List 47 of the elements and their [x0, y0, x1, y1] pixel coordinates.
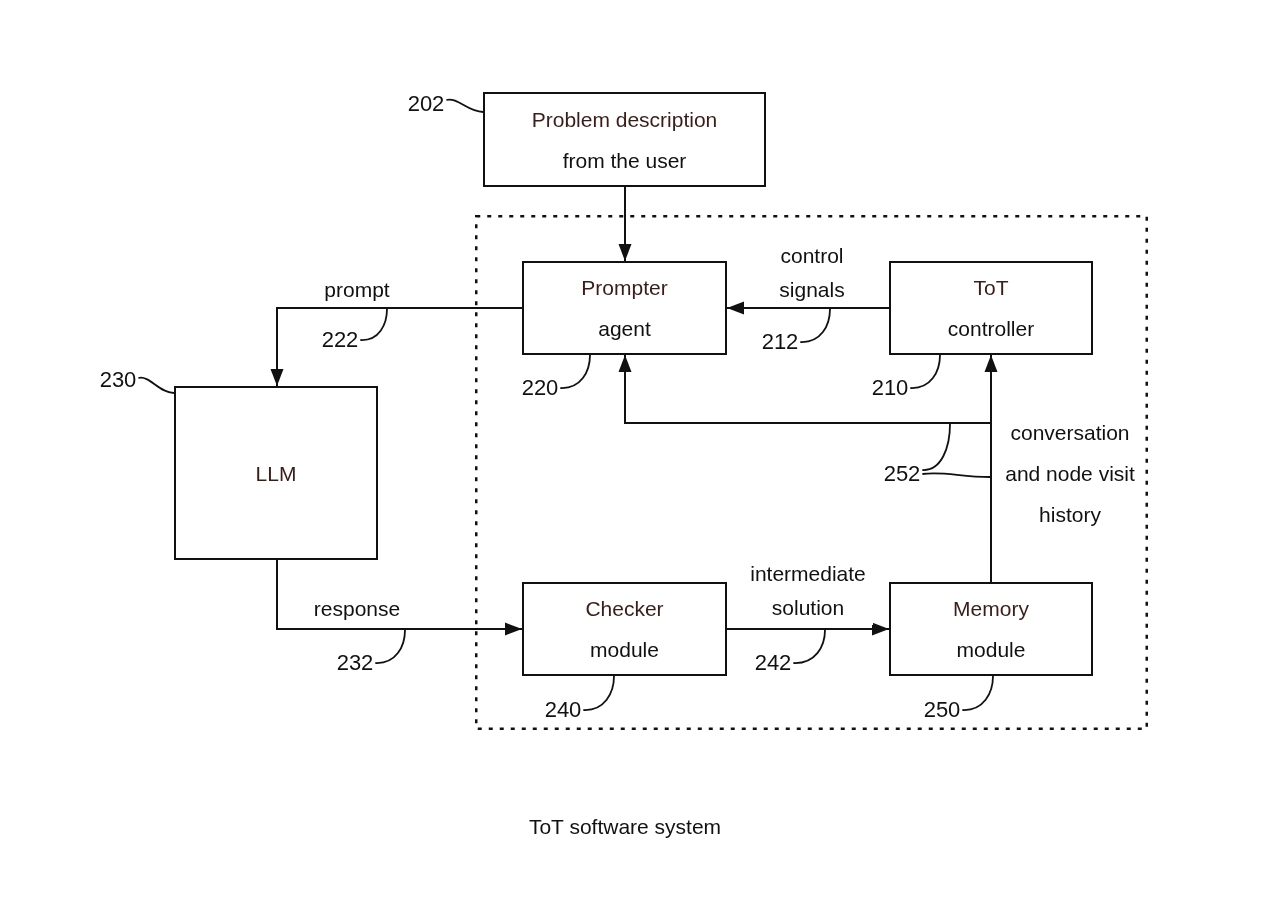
leader-line — [792, 629, 826, 664]
reference-numeral: 252 — [883, 461, 921, 487]
leader-line — [582, 675, 615, 711]
leader-line — [799, 308, 831, 343]
reference-numeral: 220 — [521, 375, 559, 401]
reference-numeral: 242 — [754, 650, 792, 676]
box-heading: ToT — [973, 275, 1009, 301]
leader-line — [961, 675, 994, 711]
leader-line — [559, 354, 591, 389]
reference-numeral: 232 — [336, 650, 374, 676]
reference-numeral: 212 — [761, 329, 799, 355]
reference-numeral: 240 — [544, 697, 582, 723]
reference-numeral: 222 — [321, 327, 359, 353]
leader-line — [137, 376, 175, 394]
system-boundary — [475, 215, 1148, 730]
reference-numeral: 250 — [923, 697, 961, 723]
process-box — [522, 582, 727, 676]
leader-line — [359, 308, 388, 341]
process-box — [483, 92, 766, 187]
box-text: module — [590, 637, 659, 663]
box-text: module — [956, 637, 1026, 663]
arrow — [276, 559, 523, 636]
reference-numeral: 210 — [871, 375, 909, 401]
arrow — [618, 186, 632, 262]
leader-line — [445, 98, 484, 113]
box-heading: Memory — [953, 596, 1029, 622]
box-heading: Problem description — [531, 106, 718, 133]
process-box — [522, 261, 727, 355]
process-box — [889, 261, 1093, 355]
reference-numeral: 202 — [407, 91, 445, 117]
box-text: from the user — [562, 147, 687, 174]
process-box — [174, 386, 378, 560]
leader-line — [374, 629, 406, 664]
process-box — [889, 582, 1093, 676]
reference-numeral: 230 — [99, 367, 137, 393]
figure-caption: ToT software system — [528, 814, 722, 840]
arrow — [726, 622, 890, 636]
box-heading: LLM — [255, 460, 297, 487]
box-text: agent — [598, 316, 651, 342]
arrow — [270, 307, 523, 387]
leader-line — [921, 423, 951, 471]
box-heading: Prompter — [581, 275, 668, 301]
arrow — [726, 301, 890, 315]
leader-line — [909, 354, 941, 389]
box-text: controller — [947, 316, 1035, 342]
leader-line — [921, 472, 991, 478]
box-heading: Checker — [585, 596, 664, 622]
